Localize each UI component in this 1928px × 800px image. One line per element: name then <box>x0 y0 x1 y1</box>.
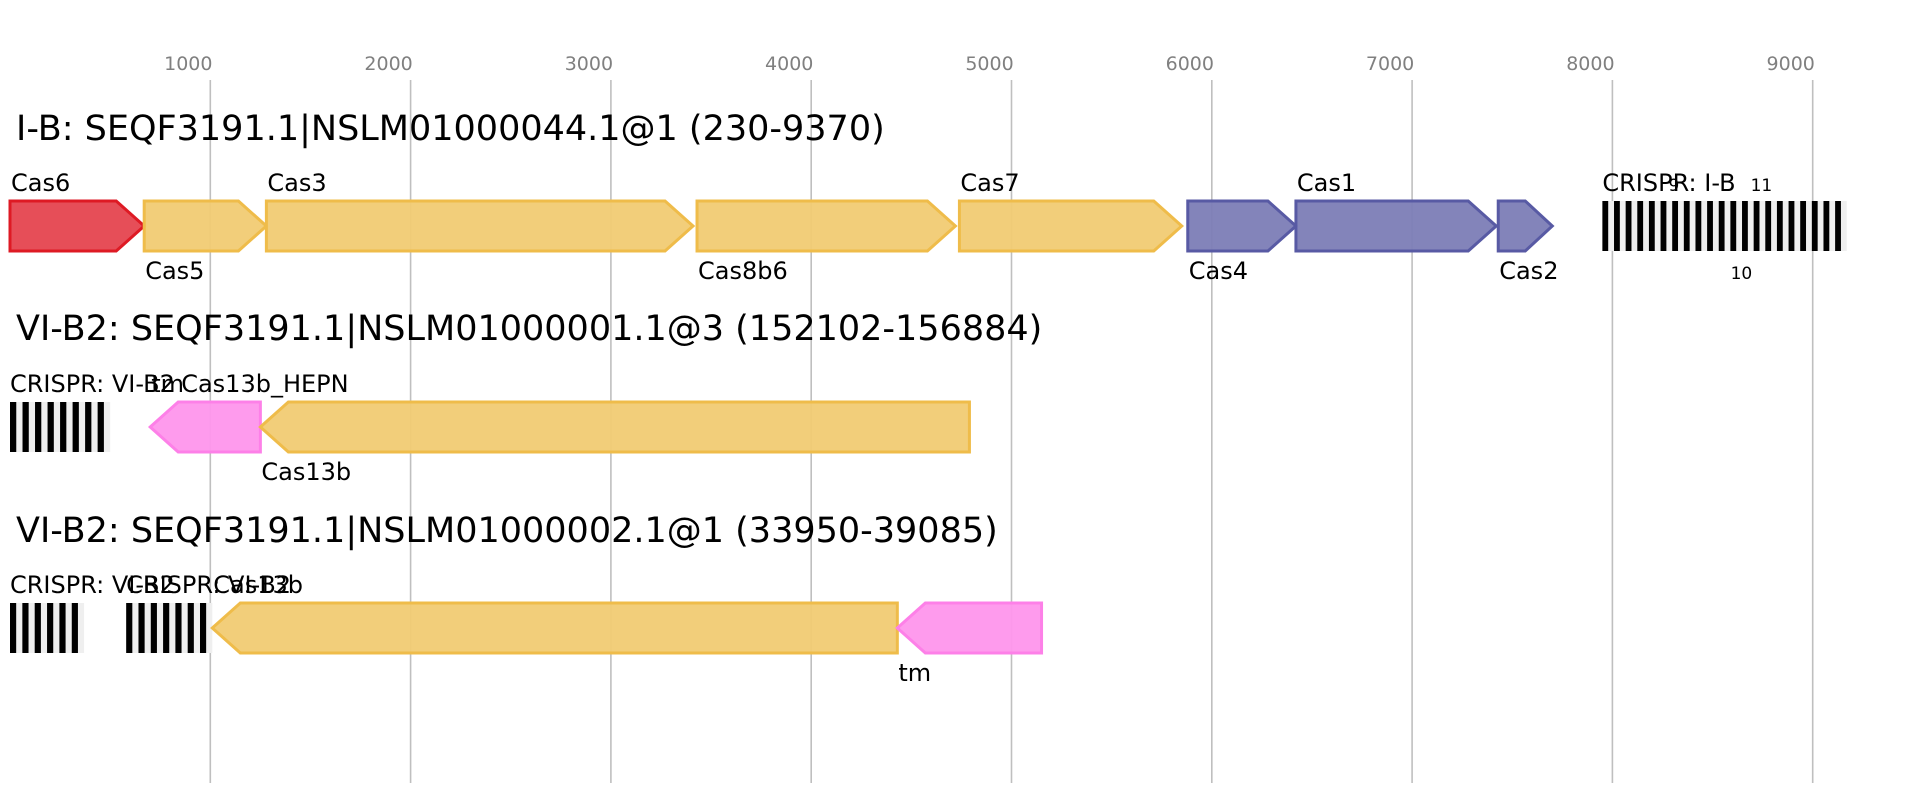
crispr-repeat <box>71 603 78 653</box>
crispr-repeat <box>150 603 157 653</box>
crispr-repeat <box>1800 201 1807 251</box>
crispr-repeat <box>1788 201 1795 251</box>
gene-label: tm <box>151 370 184 398</box>
gene-label: Cas4 <box>1189 257 1248 285</box>
crispr-repeat <box>1683 201 1690 251</box>
crispr-array <box>126 603 213 653</box>
gene-arrow-tm <box>895 601 1044 655</box>
gene-label: Cas7 <box>960 169 1019 197</box>
axis-tick-label: 2000 <box>364 53 412 75</box>
gene-arrow-cas8b6 <box>695 199 958 253</box>
gene-arrow-cas13b <box>258 400 971 454</box>
crispr-repeat <box>1753 201 1760 251</box>
crispr-label: CRISPR: VI-B2 <box>10 571 175 599</box>
track-title: VI-B2: SEQF3191.1|NSLM01000001.1@3 (1521… <box>16 309 1042 349</box>
spacer-count-label: 10 <box>1731 264 1753 284</box>
crispr-repeat <box>1707 201 1713 251</box>
crispr-repeat <box>10 603 17 653</box>
gene-arrow-cas5 <box>142 199 269 253</box>
crispr-repeat <box>1823 201 1830 251</box>
crispr-repeat <box>60 402 67 452</box>
axis-grid: 1000 2000 3000 4000 5000 6000 7000 8000 9000 <box>164 53 1815 783</box>
track: I-B: SEQF3191.1|NSLM01000044.1@1 (230-93… <box>8 109 1847 285</box>
crispr-repeat <box>1811 201 1818 251</box>
axis-tick-label: 7000 <box>1366 53 1414 75</box>
axis-tick-label: 3000 <box>565 53 613 75</box>
gene-arrow-cas7 <box>957 199 1185 253</box>
crispr-repeat <box>163 603 170 653</box>
crispr-repeat <box>187 603 194 653</box>
crispr-repeat <box>1695 201 1702 251</box>
gene-label: Cas13b <box>213 571 303 599</box>
gene-arrow-cas6 <box>8 199 147 253</box>
gene-arrow-cas4 <box>1186 199 1299 253</box>
crispr-label: CRISPR: I-B <box>1602 169 1735 197</box>
gene-arrow-cas2 <box>1496 199 1555 253</box>
gene-label: Cas6 <box>11 169 70 197</box>
crispr-repeat <box>72 402 79 452</box>
crispr-repeat <box>1602 201 1609 251</box>
gene-arrow-cas3 <box>264 199 696 253</box>
gene-label: Cas13b_HEPN <box>181 370 348 398</box>
crispr-repeat <box>1765 201 1772 251</box>
crispr-label: CRISPR: VI-B2 <box>126 571 291 599</box>
gene-label: Cas13b <box>261 458 351 486</box>
crispr-repeat <box>59 603 66 653</box>
crispr-repeat <box>1730 201 1737 251</box>
axis-tick-label: 1000 <box>164 53 212 75</box>
crispr-repeat <box>47 603 54 653</box>
crispr-repeat <box>1718 201 1725 251</box>
crispr-array <box>10 603 85 653</box>
spacer-count-label: 11 <box>1751 176 1773 196</box>
crispr-repeat <box>97 402 104 452</box>
track-title: I-B: SEQF3191.1|NSLM01000044.1@1 (230-93… <box>16 109 885 149</box>
axis-tick-label: 8000 <box>1566 53 1614 75</box>
axis-tick-label: 5000 <box>965 53 1013 75</box>
crispr-repeat <box>1637 201 1644 251</box>
crispr-repeat <box>138 603 145 653</box>
crispr-repeat <box>22 603 29 653</box>
crispr-repeat <box>1660 201 1667 251</box>
axis-tick-label: 4000 <box>765 53 813 75</box>
crispr-label: CRISPR: VI-B2 <box>10 370 175 398</box>
gene-label: tm <box>898 659 931 687</box>
track: VI-B2: SEQF3191.1|NSLM01000002.1@1 (3395… <box>10 511 1044 687</box>
gene-label: Cas1 <box>1297 169 1356 197</box>
crispr-repeat <box>34 603 41 653</box>
crispr-repeat <box>85 402 92 452</box>
crispr-array <box>10 402 111 452</box>
gene-label: Cas8b6 <box>698 257 788 285</box>
gene-label: Cas2 <box>1499 257 1558 285</box>
track-title: VI-B2: SEQF3191.1|NSLM01000002.1@1 (3395… <box>16 511 998 551</box>
gene-label: Cas5 <box>145 257 204 285</box>
crispr-repeat <box>22 402 29 452</box>
crispr-repeat <box>126 603 133 653</box>
gene-label: Cas3 <box>267 169 326 197</box>
crispr-repeat <box>10 402 17 452</box>
track: VI-B2: SEQF3191.1|NSLM01000001.1@3 (1521… <box>10 309 1042 486</box>
gene-arrow-cas1 <box>1294 199 1499 253</box>
crispr-repeat <box>1776 201 1783 251</box>
crispr-repeat <box>1672 201 1679 251</box>
crispr-repeat <box>175 603 182 653</box>
crispr-repeat <box>1835 201 1841 251</box>
gene-arrow-tm <box>147 400 262 454</box>
crispr-repeat <box>35 402 42 452</box>
axis-tick-label: 9000 <box>1767 53 1815 75</box>
spacer-count-label: 9 <box>1668 176 1679 196</box>
crispr-repeat <box>1648 201 1655 251</box>
gene-arrow-cas13b <box>210 601 899 655</box>
tracks: I-B: SEQF3191.1|NSLM01000044.1@1 (230-93… <box>8 109 1847 687</box>
crispr-repeat <box>1614 201 1620 251</box>
crispr-repeat <box>47 402 54 452</box>
axis-tick-label: 6000 <box>1166 53 1214 75</box>
crispr-array <box>1602 201 1847 251</box>
crispr-repeat <box>1625 201 1632 251</box>
crispr-repeat <box>1742 201 1748 251</box>
crispr-repeat <box>199 603 207 653</box>
